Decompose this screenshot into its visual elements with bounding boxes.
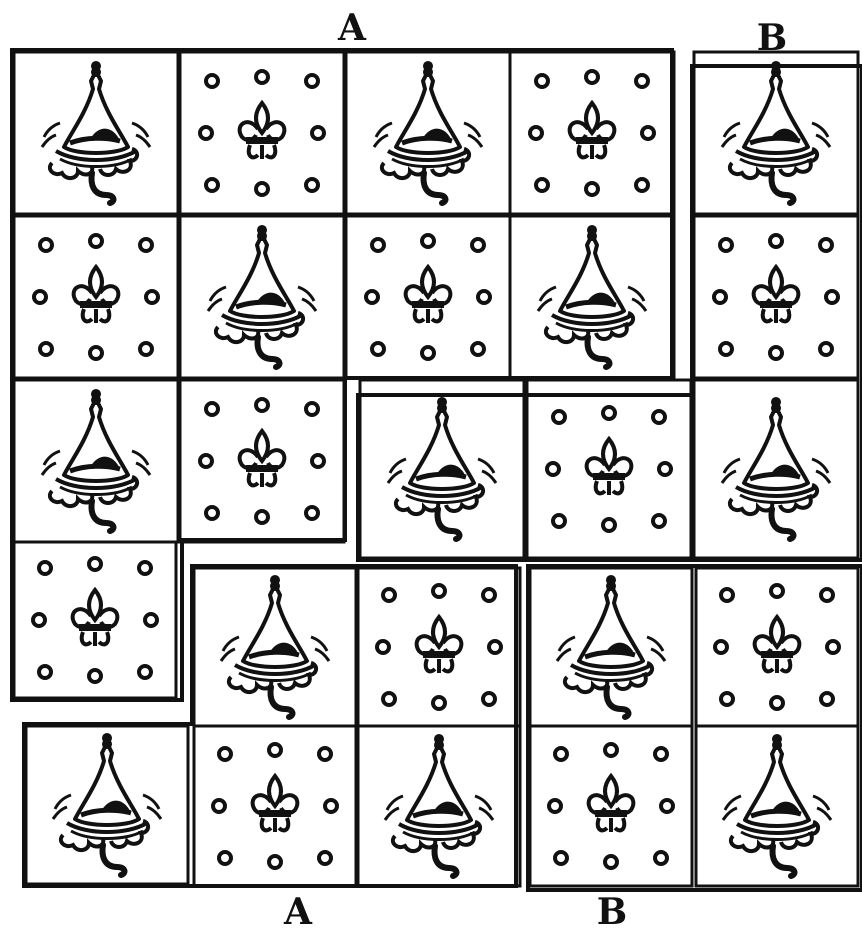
tile-r1-c2-fleur-de-lis xyxy=(180,52,344,214)
tile-r5-c4-fleur-de-lis xyxy=(530,726,692,886)
tile-r3-c4-fleur-de-lis xyxy=(527,380,691,558)
tile-r1-c5-bell xyxy=(694,52,858,214)
tile-r5-c5-bell xyxy=(696,726,858,886)
tile-r3-c5-bell xyxy=(694,380,858,558)
tile-r2-c4-bell xyxy=(510,216,674,378)
tile-r2-c3-fleur-de-lis xyxy=(346,216,510,378)
tile-r3-c2-fleur-de-lis xyxy=(180,380,344,542)
tile-r5-c3-bell xyxy=(358,726,520,886)
tile-r1-c3-bell xyxy=(346,52,510,214)
tile-r4-c1-fleur-de-lis xyxy=(14,542,176,698)
tile-r1-c4-fleur-de-lis xyxy=(510,52,674,214)
tile-r1-c1-bell xyxy=(14,52,178,214)
tile-r3-c1-bell xyxy=(14,380,178,542)
label-bottom-b: B xyxy=(597,891,627,933)
label-bottom-a: A xyxy=(283,891,313,933)
tile-r5-c1-bell xyxy=(26,726,188,884)
tile-r5-c2-fleur-de-lis xyxy=(194,726,356,886)
tile-r4-c3-fleur-de-lis xyxy=(358,568,520,726)
tile-r4-c4-bell xyxy=(530,568,692,726)
label-top-a: A xyxy=(337,7,367,49)
tile-r4-c2-bell xyxy=(194,568,356,726)
tile-r4-c5-fleur-de-lis xyxy=(696,568,858,726)
tile-r3-c3-bell xyxy=(360,380,524,558)
tile-r2-c5-fleur-de-lis xyxy=(694,216,858,378)
tiles-layer xyxy=(14,52,858,886)
tile-r2-c2-bell xyxy=(180,216,344,378)
tile-r2-c1-fleur-de-lis xyxy=(14,216,178,378)
